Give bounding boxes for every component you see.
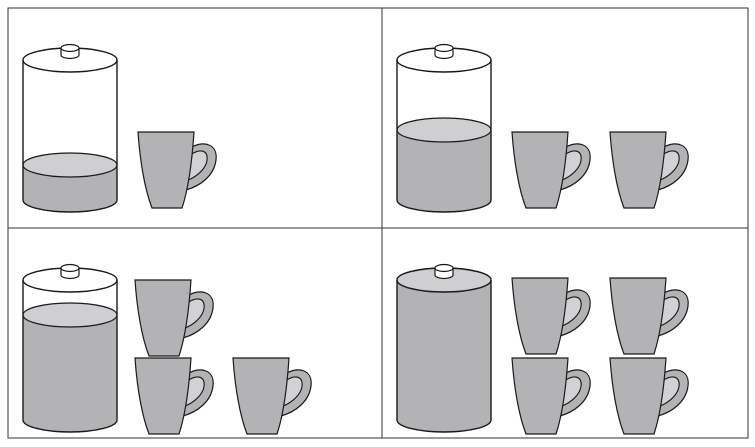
panels-layer <box>23 45 688 435</box>
mug-body <box>512 278 568 354</box>
pitcher-liquid-surface <box>23 153 117 177</box>
panel-1 <box>23 45 216 212</box>
pitcher-icon <box>23 265 117 432</box>
lid-knob <box>61 45 79 59</box>
lid-knob-top <box>61 265 79 272</box>
mug-icon <box>512 132 590 208</box>
pitcher-icon <box>23 45 117 212</box>
pitcher-icon <box>397 265 491 433</box>
mug-icon <box>135 280 213 356</box>
mug-body <box>610 132 666 208</box>
mug-icon <box>610 278 688 354</box>
mug-icon <box>233 358 311 434</box>
lid-knob <box>435 265 453 279</box>
mug-icon <box>135 358 213 434</box>
lid-knob-top <box>435 45 453 52</box>
pitcher-icon <box>397 45 491 213</box>
mug-icon <box>610 358 688 434</box>
mug-body <box>138 132 194 208</box>
pitcher-liquid <box>397 280 491 432</box>
panel-2 <box>397 45 688 213</box>
mug-icon <box>138 132 216 208</box>
lid-knob <box>435 45 453 59</box>
pitcher-liquid <box>23 315 117 432</box>
mug-body <box>610 278 666 354</box>
pitcher-liquid-surface <box>397 118 491 142</box>
lid-knob <box>61 265 79 279</box>
mug-body <box>135 358 191 434</box>
mug-body <box>512 132 568 208</box>
pitcher-liquid-surface <box>23 303 117 327</box>
mug-body <box>233 358 289 434</box>
panel-4 <box>397 265 688 435</box>
mug-body <box>512 358 568 434</box>
mug-icon <box>610 132 688 208</box>
lid-knob-top <box>435 265 453 272</box>
mug-icon <box>512 358 590 434</box>
panel-3 <box>23 265 311 435</box>
mug-body <box>135 280 191 356</box>
mug-body <box>610 358 666 434</box>
lid-knob-top <box>61 45 79 52</box>
mug-icon <box>512 278 590 354</box>
